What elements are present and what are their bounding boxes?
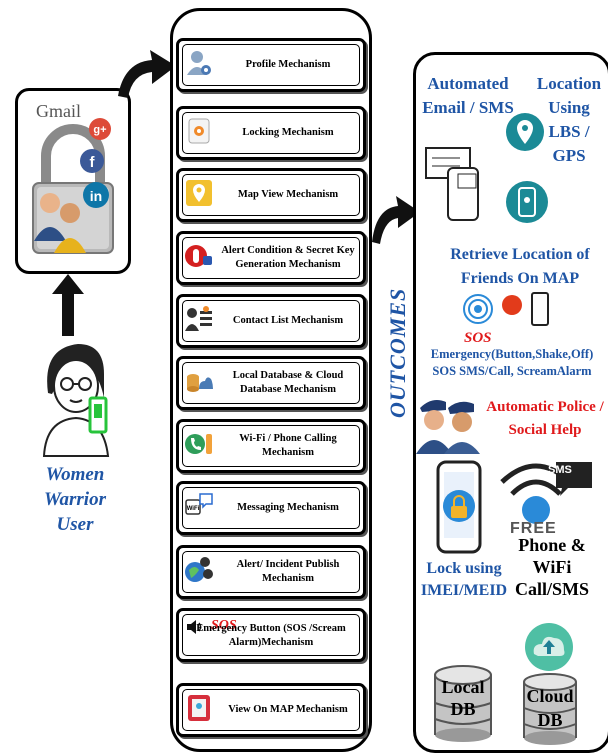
sms-badge: SMS	[548, 464, 572, 476]
message-bubble-icon: WiFi	[185, 493, 213, 515]
user-caption-line3: User	[56, 514, 94, 535]
social-lock-icon: g+ f in	[32, 118, 114, 254]
police-icon	[416, 400, 480, 454]
user-caption: Women Warrior User	[20, 462, 130, 537]
map-view-icon	[188, 695, 210, 721]
sos-alarm-icon	[463, 292, 549, 326]
outcome-email-sms: Automated Email / SMS	[422, 74, 514, 117]
mechanism-label: View On MAP Mechanism	[228, 704, 348, 715]
woman-user-icon	[42, 344, 110, 457]
mechanism-label: Map View Mechanism	[237, 189, 339, 200]
mechanism-profile: Profile Mechanism	[176, 38, 366, 92]
contact-list-icon	[185, 306, 212, 331]
mechanism-locking: Locking Mechanism	[176, 106, 366, 160]
outcome-emergency: Emergency(Button,Shake,Off) SOS SMS/Call…	[430, 347, 594, 378]
svg-text:WiFi: WiFi	[187, 506, 200, 512]
mechanism-label: Alert Condition & Secret Key Generation …	[221, 245, 355, 270]
outcome-location: Location Using LBS / GPS	[536, 74, 602, 165]
mechanism-label: Alert/ Incident Publish Mechanism	[236, 559, 340, 584]
outcome-retrieve-location: Retrieve Location of Friends On MAP	[450, 246, 590, 287]
free-label: FREE	[510, 520, 557, 537]
mechanism-label: Profile Mechanism	[245, 59, 331, 70]
user-caption-line1: Women	[45, 464, 105, 485]
padlock-icon	[188, 118, 210, 144]
svg-text:in: in	[90, 188, 102, 204]
cloud-upload-icon	[525, 623, 573, 671]
mechanism-view-on-map: View On MAP Mechanism	[176, 683, 366, 737]
mechanism-alert-condition: Alert Condition & Secret Key Generation …	[176, 231, 366, 285]
user-gear-icon	[187, 51, 211, 75]
svg-text:f: f	[90, 154, 96, 171]
database-cloud-icon	[187, 374, 213, 392]
sos-label: SOS	[464, 330, 492, 346]
locked-phone-icon	[436, 460, 482, 554]
mechanism-label: Contact List Mechanism	[232, 315, 344, 326]
outcome-police-help: Automatic Police / Social Help	[486, 399, 604, 438]
wifi-sms-icon	[500, 462, 592, 524]
mechanism-label: Messaging Mechanism	[237, 502, 339, 513]
mechanism-messaging: WiFi Messaging Mechanism	[176, 481, 366, 535]
phone-location-icon	[506, 181, 548, 223]
arrow-to-outcomes-icon	[372, 196, 420, 244]
mechanism-alert-publish: Alert/ Incident Publish Mechanism	[176, 545, 366, 599]
mechanism-label: Locking Mechanism	[242, 127, 334, 138]
outcome-phone-wifi: Phone & WiFi Call/SMS	[514, 535, 589, 599]
outcome-lock-imei: Lock using IMEI/MEID	[420, 560, 508, 599]
phone-icon	[185, 434, 212, 454]
location-pin-icon	[506, 113, 544, 151]
outcomes-side-label: OUTCOMES	[385, 287, 410, 418]
arrow-to-mechanisms-icon	[118, 50, 176, 98]
mechanism-contact-list: Contact List Mechanism	[176, 294, 366, 348]
svg-text:g+: g+	[93, 124, 106, 136]
social-globe-icon	[185, 557, 213, 582]
cloud-db-label: Cloud DB	[526, 686, 574, 730]
email-phone-icon	[425, 147, 479, 221]
local-db-icon	[434, 665, 492, 742]
cloud-db-icon	[523, 673, 577, 745]
gmail-label: Gmail	[36, 101, 81, 121]
social-lock-card: g+ f in Gmail	[15, 88, 131, 274]
sos-label: SOS	[211, 618, 237, 633]
mechanism-label: Wi-Fi / Phone Calling Mechanism	[239, 433, 337, 458]
mechanism-emergency-button: SOS Emergency Button (SOS /Scream Alarm)…	[176, 608, 366, 662]
mechanism-database: Local Database & Cloud Database Mechanis…	[176, 356, 366, 410]
user-caption-line2: Warrior	[44, 489, 106, 510]
alert-hand-icon	[185, 245, 212, 267]
speaker-icon	[187, 620, 202, 634]
local-db-label: Local DB	[441, 677, 485, 719]
map-pin-icon	[186, 180, 212, 206]
mechanism-label: Emergency Button (SOS /Scream Alarm)Mech…	[196, 623, 346, 648]
mechanism-wifi-phone: Wi-Fi / Phone Calling Mechanism	[176, 419, 366, 473]
mechanism-map-view: Map View Mechanism	[176, 168, 366, 222]
mechanism-label: Local Database & Cloud Database Mechanis…	[232, 370, 344, 395]
arrow-up-icon	[52, 274, 84, 336]
